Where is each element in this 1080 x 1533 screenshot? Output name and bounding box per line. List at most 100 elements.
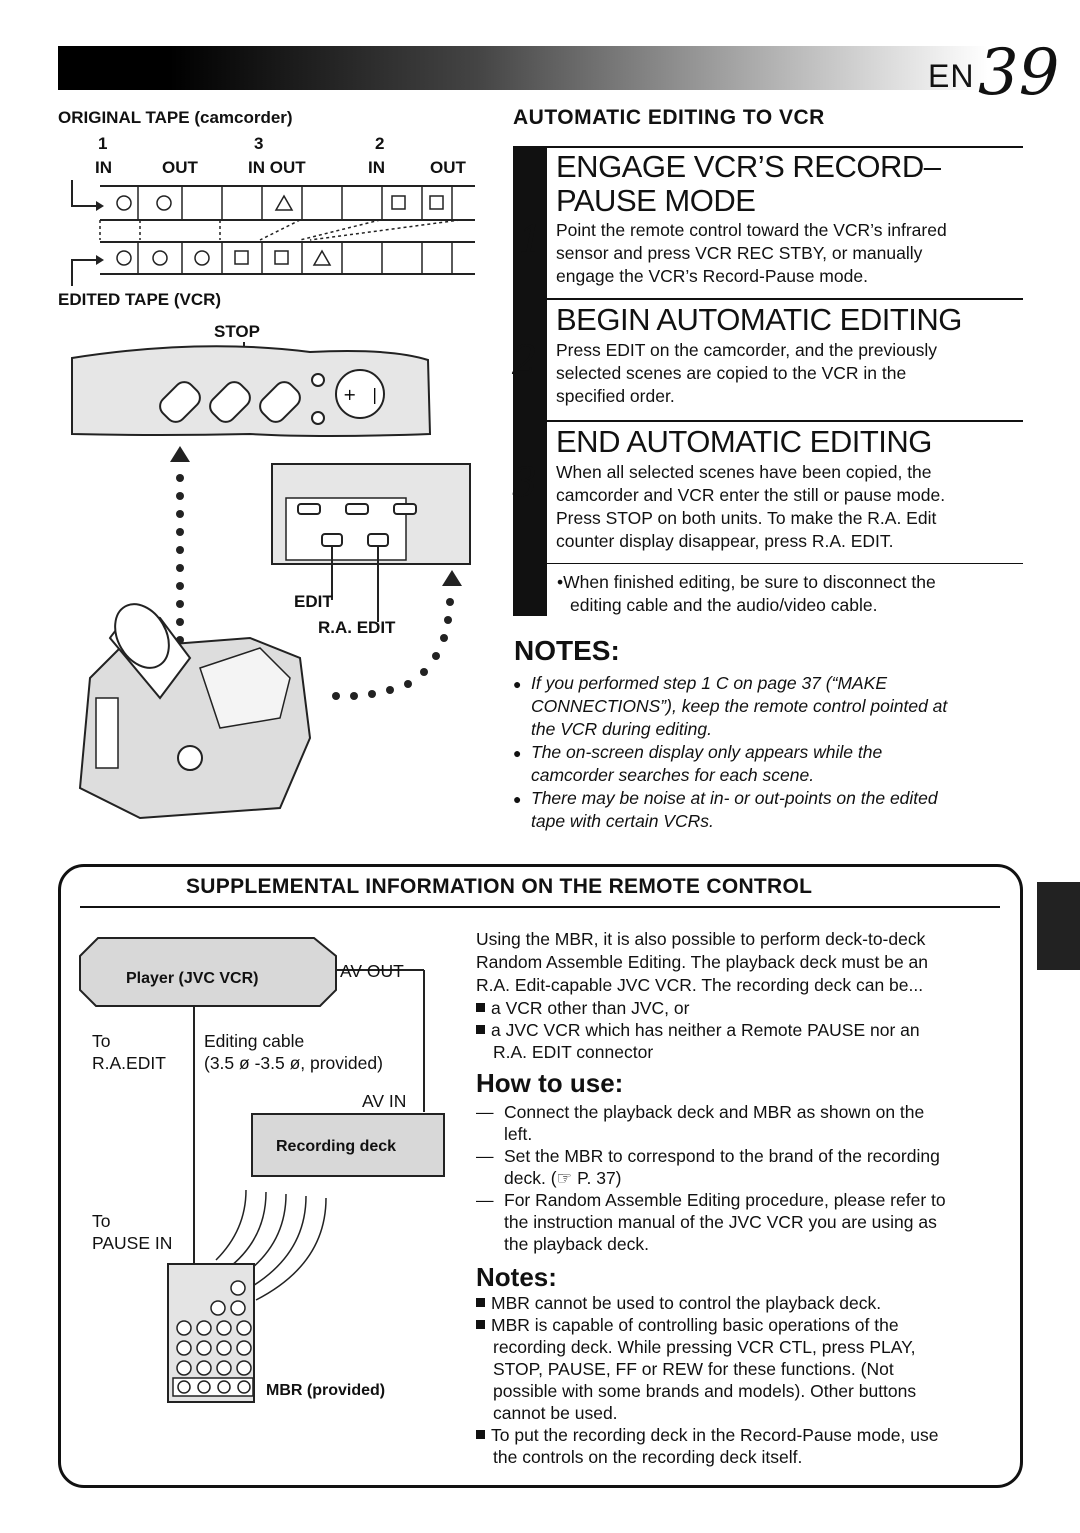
finish-note-line-2: editing cable and the audio/video cable.	[570, 595, 878, 615]
note-3-line-2: tape with certain VCRs.	[531, 811, 714, 831]
player-label: Player (JVC VCR)	[126, 970, 259, 987]
to-label: To	[92, 1031, 111, 1051]
tape-diagram	[71, 180, 475, 286]
intro-line-3: R.A. Edit-capable JVC VCR. The recording…	[476, 975, 924, 995]
how-3-line-1: For Random Assemble Editing procedure, p…	[504, 1190, 946, 1210]
snote-3-text: To put the recording deck in the Record-…	[491, 1425, 939, 1445]
step-3-line-2: camcorder and VCR enter the still or pau…	[556, 485, 946, 505]
step-3-line-4: counter display disappear, press R.A. ED…	[556, 531, 894, 551]
bullet-1: a VCR other than JVC, or	[476, 997, 689, 1019]
square-bullet-icon	[476, 1003, 485, 1012]
step-bar	[513, 146, 547, 616]
cable-spec-label: (3.5 ø -3.5 ø, provided)	[204, 1053, 383, 1073]
to-label-2: To	[92, 1211, 111, 1231]
note-bullet-icon: ●	[513, 676, 522, 692]
intro-line-1: Using the MBR, it is also possible to pe…	[476, 929, 926, 949]
dash-icon: —	[476, 1102, 494, 1122]
supplemental-notes-title: Notes:	[476, 1262, 557, 1292]
snote-1: MBR cannot be used to control the playba…	[476, 1292, 881, 1314]
snote-2-line-2: recording deck. While pressing VCR CTL, …	[493, 1337, 916, 1357]
step-2-rule	[547, 298, 1023, 300]
snote-2: MBR is capable of controlling basic oper…	[476, 1314, 899, 1336]
note-bullet-icon: ●	[513, 745, 522, 761]
snote-3-line-2: the controls on the recording deck itsel…	[493, 1447, 803, 1467]
editing-cable-label: Editing cable	[204, 1031, 305, 1051]
how-3-line-2: the instruction manual of the JVC VCR yo…	[504, 1212, 937, 1232]
step-3-line-1: When all selected scenes have been copie…	[556, 462, 932, 482]
supplemental-box	[58, 864, 1023, 1488]
page-number: 39	[978, 36, 1060, 110]
in-label: IN	[95, 158, 112, 177]
snote-2-text: MBR is capable of controlling basic oper…	[491, 1315, 899, 1335]
note-1-line-3: the VCR during editing.	[531, 719, 712, 739]
note-1-line-2: CONNECTIONS”), keep the remote control p…	[531, 696, 948, 716]
snote-2-line-3: STOP, PAUSE, FF or REW for these functio…	[493, 1359, 894, 1379]
step-1-line-3: engage the VCR’s Record-Pause mode.	[556, 266, 868, 286]
in-out-label: IN OUT	[248, 158, 306, 177]
step-3-rule	[547, 420, 1023, 422]
dash-icon: —	[476, 1146, 494, 1166]
step-3-title: END AUTOMATIC EDITING	[556, 424, 932, 459]
note-bullet-icon: ●	[513, 791, 522, 807]
supplemental-title: SUPPLEMENTAL INFORMATION ON THE REMOTE C…	[186, 875, 813, 898]
notes-title: NOTES:	[514, 635, 620, 666]
snote-3: To put the recording deck in the Record-…	[476, 1424, 938, 1446]
how-1-line-2: left.	[504, 1124, 533, 1144]
side-tab	[1037, 882, 1080, 970]
how-to-use-title: How to use:	[476, 1068, 624, 1098]
square-bullet-icon	[476, 1298, 485, 1307]
step-3-number: 3	[512, 460, 538, 506]
finish-note-rule	[547, 563, 1023, 564]
av-out-label: AV OUT	[340, 961, 404, 981]
bullet-2: a JVC VCR which has neither a Remote PAU…	[476, 1019, 920, 1041]
note-2-line-2: camcorder searches for each scene.	[531, 765, 815, 785]
stop-label: STOP	[214, 322, 260, 341]
recording-deck-label: Recording deck	[276, 1138, 397, 1155]
how-2-line-1: Set the MBR to correspond to the brand o…	[504, 1146, 940, 1166]
av-in-label: AV IN	[362, 1091, 407, 1111]
step-3-line-3: Press STOP on both units. To make the R.…	[556, 508, 937, 528]
note-2-line-1: The on-screen display only appears while…	[531, 742, 883, 762]
square-bullet-icon	[476, 1025, 485, 1034]
step-2-number: 2	[512, 338, 538, 384]
supplemental-rule	[80, 906, 1000, 908]
step-1-number: 1	[518, 218, 544, 264]
step-1-line-1: Point the remote control toward the VCR’…	[556, 220, 947, 240]
out-label-2: OUT	[430, 158, 466, 177]
ra-edit-label: R.A. EDIT	[318, 618, 396, 637]
edit-label: EDIT	[294, 592, 333, 611]
ra-edit-connector-label: R.A.EDIT	[92, 1053, 166, 1073]
finish-note-line-1: •When finished editing, be sure to disco…	[557, 572, 936, 592]
out-label: OUT	[162, 158, 198, 177]
svg-text:+: +	[343, 385, 356, 404]
how-1-line-1: Connect the playback deck and MBR as sho…	[504, 1102, 925, 1122]
language-label: EN	[928, 58, 975, 94]
header-bar	[58, 46, 988, 90]
note-1-line-1: If you performed step 1 C on page 37 (“M…	[531, 673, 888, 693]
bullet-2-line-2: R.A. EDIT connector	[493, 1042, 654, 1062]
square-bullet-icon	[476, 1320, 485, 1329]
edited-tape-label: EDITED TAPE (VCR)	[58, 290, 222, 309]
step-1-rule	[513, 146, 1023, 148]
bullet-1-text: a VCR other than JVC, or	[491, 998, 690, 1018]
section-heading: AUTOMATIC EDITING TO VCR	[513, 106, 825, 129]
clip-number-1: 1	[98, 134, 108, 153]
original-tape-label: ORIGINAL TAPE (camcorder)	[58, 108, 293, 127]
mbr-label: MBR (provided)	[266, 1382, 386, 1399]
snote-2-line-5: cannot be used.	[493, 1403, 618, 1423]
pause-in-label: PAUSE IN	[92, 1233, 173, 1253]
clip-number-2: 2	[375, 134, 385, 153]
step-1-line-2: sensor and press VCR REC STBY, or manual…	[556, 243, 923, 263]
step-2-line-2: selected scenes are copied to the VCR in…	[556, 363, 907, 383]
snote-1-text: MBR cannot be used to control the playba…	[491, 1293, 882, 1313]
step-1-title: ENGAGE VCR’S RECORD–PAUSE MODE	[556, 149, 941, 218]
camcorder-illustration: + |	[71, 342, 471, 820]
dash-icon: —	[476, 1190, 494, 1210]
how-3-line-3: the playback deck.	[504, 1234, 649, 1254]
intro-line-2: Random Assemble Editing. The playback de…	[476, 952, 929, 972]
note-3-line-1: There may be noise at in- or out-points …	[531, 788, 938, 808]
bullet-2-text: a JVC VCR which has neither a Remote PAU…	[491, 1020, 920, 1040]
step-2-line-1: Press EDIT on the camcorder, and the pre…	[556, 340, 937, 360]
in-label-2: IN	[368, 158, 385, 177]
square-bullet-icon	[476, 1430, 485, 1439]
